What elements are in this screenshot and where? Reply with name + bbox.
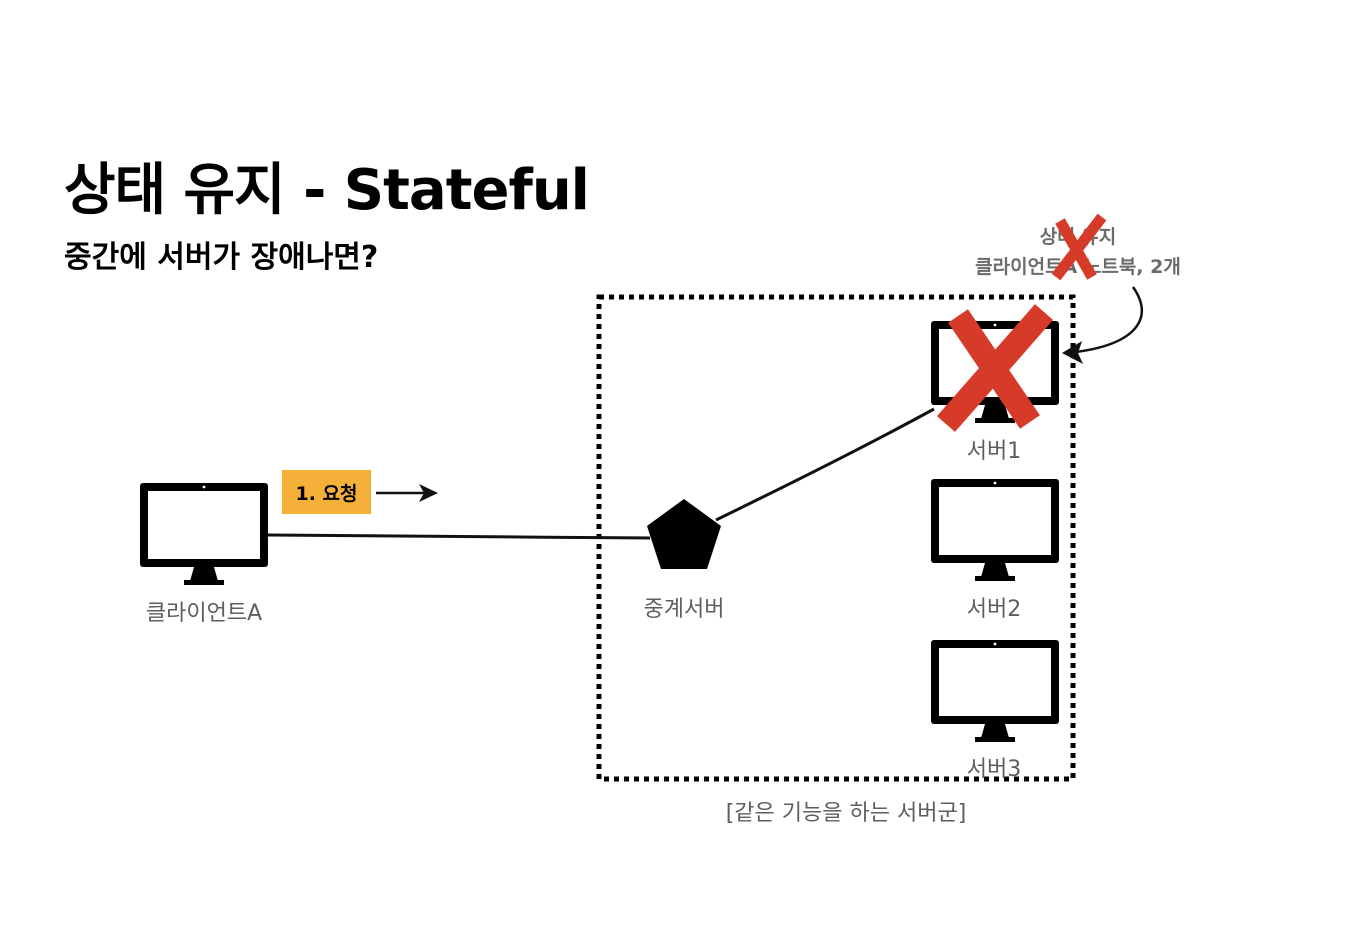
server3-label: 서버3 (966, 757, 1022, 782)
client-label: 클라이언트A (145, 601, 263, 626)
page-title: 상태 유지 - Stateful (64, 158, 590, 223)
request-arrow (376, 484, 438, 502)
client-monitor-icon (140, 483, 268, 585)
proxy-pentagon-icon (647, 499, 721, 569)
client-proxy-line (267, 533, 651, 540)
note-failure-x-icon (1051, 213, 1107, 281)
request-badge: 1. 요청 (282, 470, 371, 514)
proxy-label: 중계서버 (643, 597, 725, 622)
server3-monitor-icon (931, 640, 1059, 742)
server2-label: 서버2 (966, 597, 1022, 622)
state-note-arrow (1062, 286, 1144, 364)
server2-monitor-icon (931, 479, 1059, 581)
server1-failure-x-icon (936, 304, 1054, 432)
state-note-line2: 클라이언트A 노트북, 2개 (975, 256, 1181, 278)
page-subtitle: 중간에 서버가 장애나면? (64, 240, 379, 275)
proxy-server1-line (715, 407, 935, 522)
cluster-label: [같은 기능을 하는 서버군] (725, 801, 967, 826)
server1-label: 서버1 (966, 439, 1022, 464)
